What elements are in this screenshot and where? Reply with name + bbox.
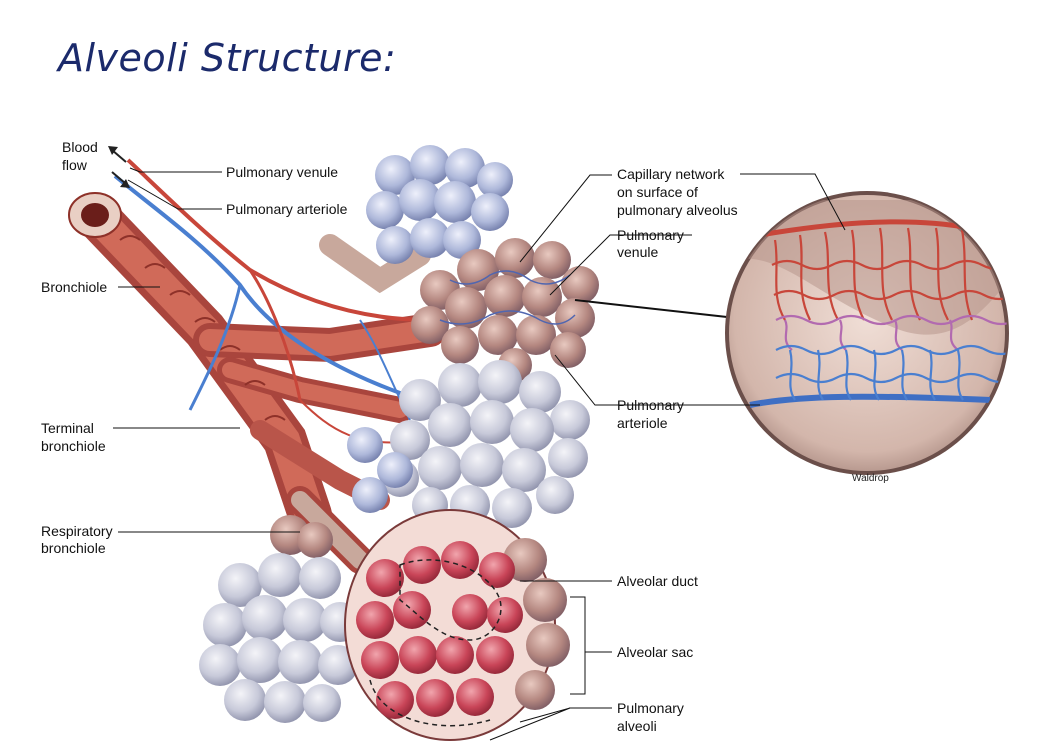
zoom-connector-line xyxy=(574,299,728,318)
label-capillary-network-line1: Capillary network xyxy=(617,166,725,182)
alveolar-cluster-left xyxy=(347,427,413,513)
leader-lines xyxy=(113,167,846,741)
slide-title: Alveoli Structure: xyxy=(58,36,397,80)
label-alveolar-sac: Alveolar sac xyxy=(617,644,693,660)
alveolar-sac-cutaway xyxy=(344,509,570,741)
label-blood-flow-line2: flow xyxy=(62,157,88,173)
label-respiratory-bronchiole-line2: bronchiole xyxy=(41,540,106,556)
label-bronchiole: Bronchiole xyxy=(41,279,107,295)
illustrator-credit: Waldrop xyxy=(852,473,889,484)
zoomed-alveolus xyxy=(725,191,1009,475)
label-capillary-network-line2: on surface of xyxy=(617,184,698,200)
label-capillary-network-line3: pulmonary alveolus xyxy=(617,202,738,218)
label-alveolar-duct: Alveolar duct xyxy=(617,573,698,589)
label-pulmonary-alveoli-line1: Pulmonary xyxy=(617,700,684,716)
alveolar-cluster-bottom-left xyxy=(199,515,360,723)
label-respiratory-bronchiole-line1: Respiratory xyxy=(41,523,113,539)
alveolar-cluster-middle xyxy=(411,238,599,382)
label-pulmonary-arteriole-right-line2: arteriole xyxy=(617,415,668,431)
label-blood-flow-line1: Blood xyxy=(62,139,98,155)
label-pulmonary-arteriole-top: Pulmonary arteriole xyxy=(226,201,348,217)
label-terminal-bronchiole-line2: bronchiole xyxy=(41,438,106,454)
label-terminal-bronchiole-line1: Terminal xyxy=(41,420,94,436)
label-pulmonary-arteriole-right-line1: Pulmonary xyxy=(617,397,684,413)
label-pulmonary-venule-top: Pulmonary venule xyxy=(226,164,338,180)
label-pulmonary-venule-right-line2: venule xyxy=(617,244,658,260)
diagram-labels: Blood flow Pulmonary venule Pulmonary ar… xyxy=(41,139,889,734)
alveolar-cluster-lower-right xyxy=(381,360,590,528)
label-pulmonary-venule-right-line1: Pulmonary xyxy=(617,227,684,243)
label-pulmonary-alveoli-line2: alveoli xyxy=(617,718,657,734)
bronchiole-tree xyxy=(68,192,447,574)
alveolar-cluster-top xyxy=(366,145,513,264)
